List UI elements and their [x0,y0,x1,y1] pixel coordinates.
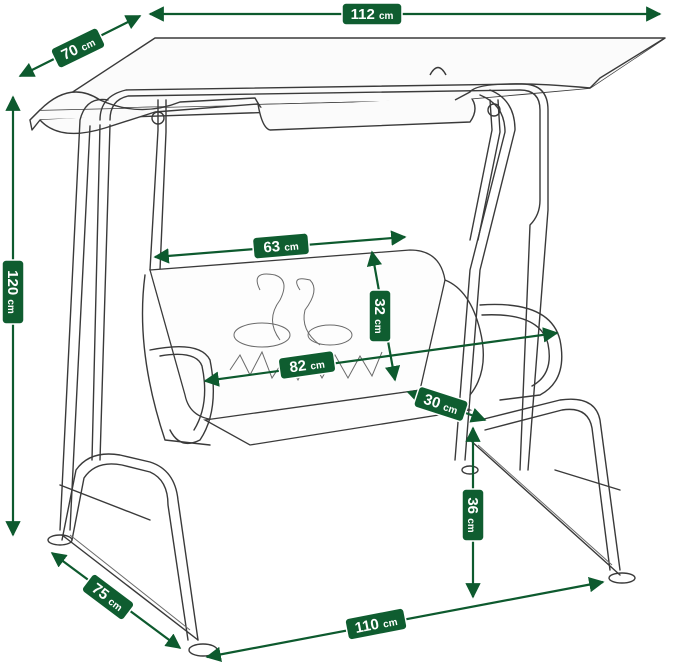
svg-text:112 cm: 112 cm [351,6,394,23]
seat-depth-label: 30 cm [413,385,469,423]
backrest-height-label: 32 cm [368,289,392,343]
base-depth-label: 75 cm [81,573,135,621]
swing-illustration [29,37,666,657]
dimension-labels: 112 cm 70 cm 120 cm 63 cm 32 cm 82 cm 30… [1,2,485,641]
svg-text:120 cm: 120 cm [4,270,21,314]
svg-text:32 cm: 32 cm [371,298,388,333]
hangers [149,99,501,271]
svg-text:36 cm: 36 cm [464,497,481,532]
seat-width-label: 82 cm [277,349,337,381]
svg-text:75 cm: 75 cm [88,580,127,615]
rear-frame [91,83,549,471]
base-width-label: 110 cm [344,607,408,641]
seat-width-line [203,327,559,387]
svg-text:82 cm: 82 cm [288,355,325,377]
svg-text:63 cm: 63 cm [263,236,300,256]
dimension-lines [5,6,662,662]
canopy [29,37,666,135]
canopy-width-label: 112 cm [341,2,403,26]
total-height-label: 120 cm [1,259,25,325]
svg-text:110 cm: 110 cm [353,612,398,637]
svg-text:30 cm: 30 cm [421,391,460,418]
canopy-depth-label: 70 cm [50,27,106,69]
seat-back-width-label: 63 cm [251,232,311,260]
seat-height-label: 36 cm [461,488,485,542]
